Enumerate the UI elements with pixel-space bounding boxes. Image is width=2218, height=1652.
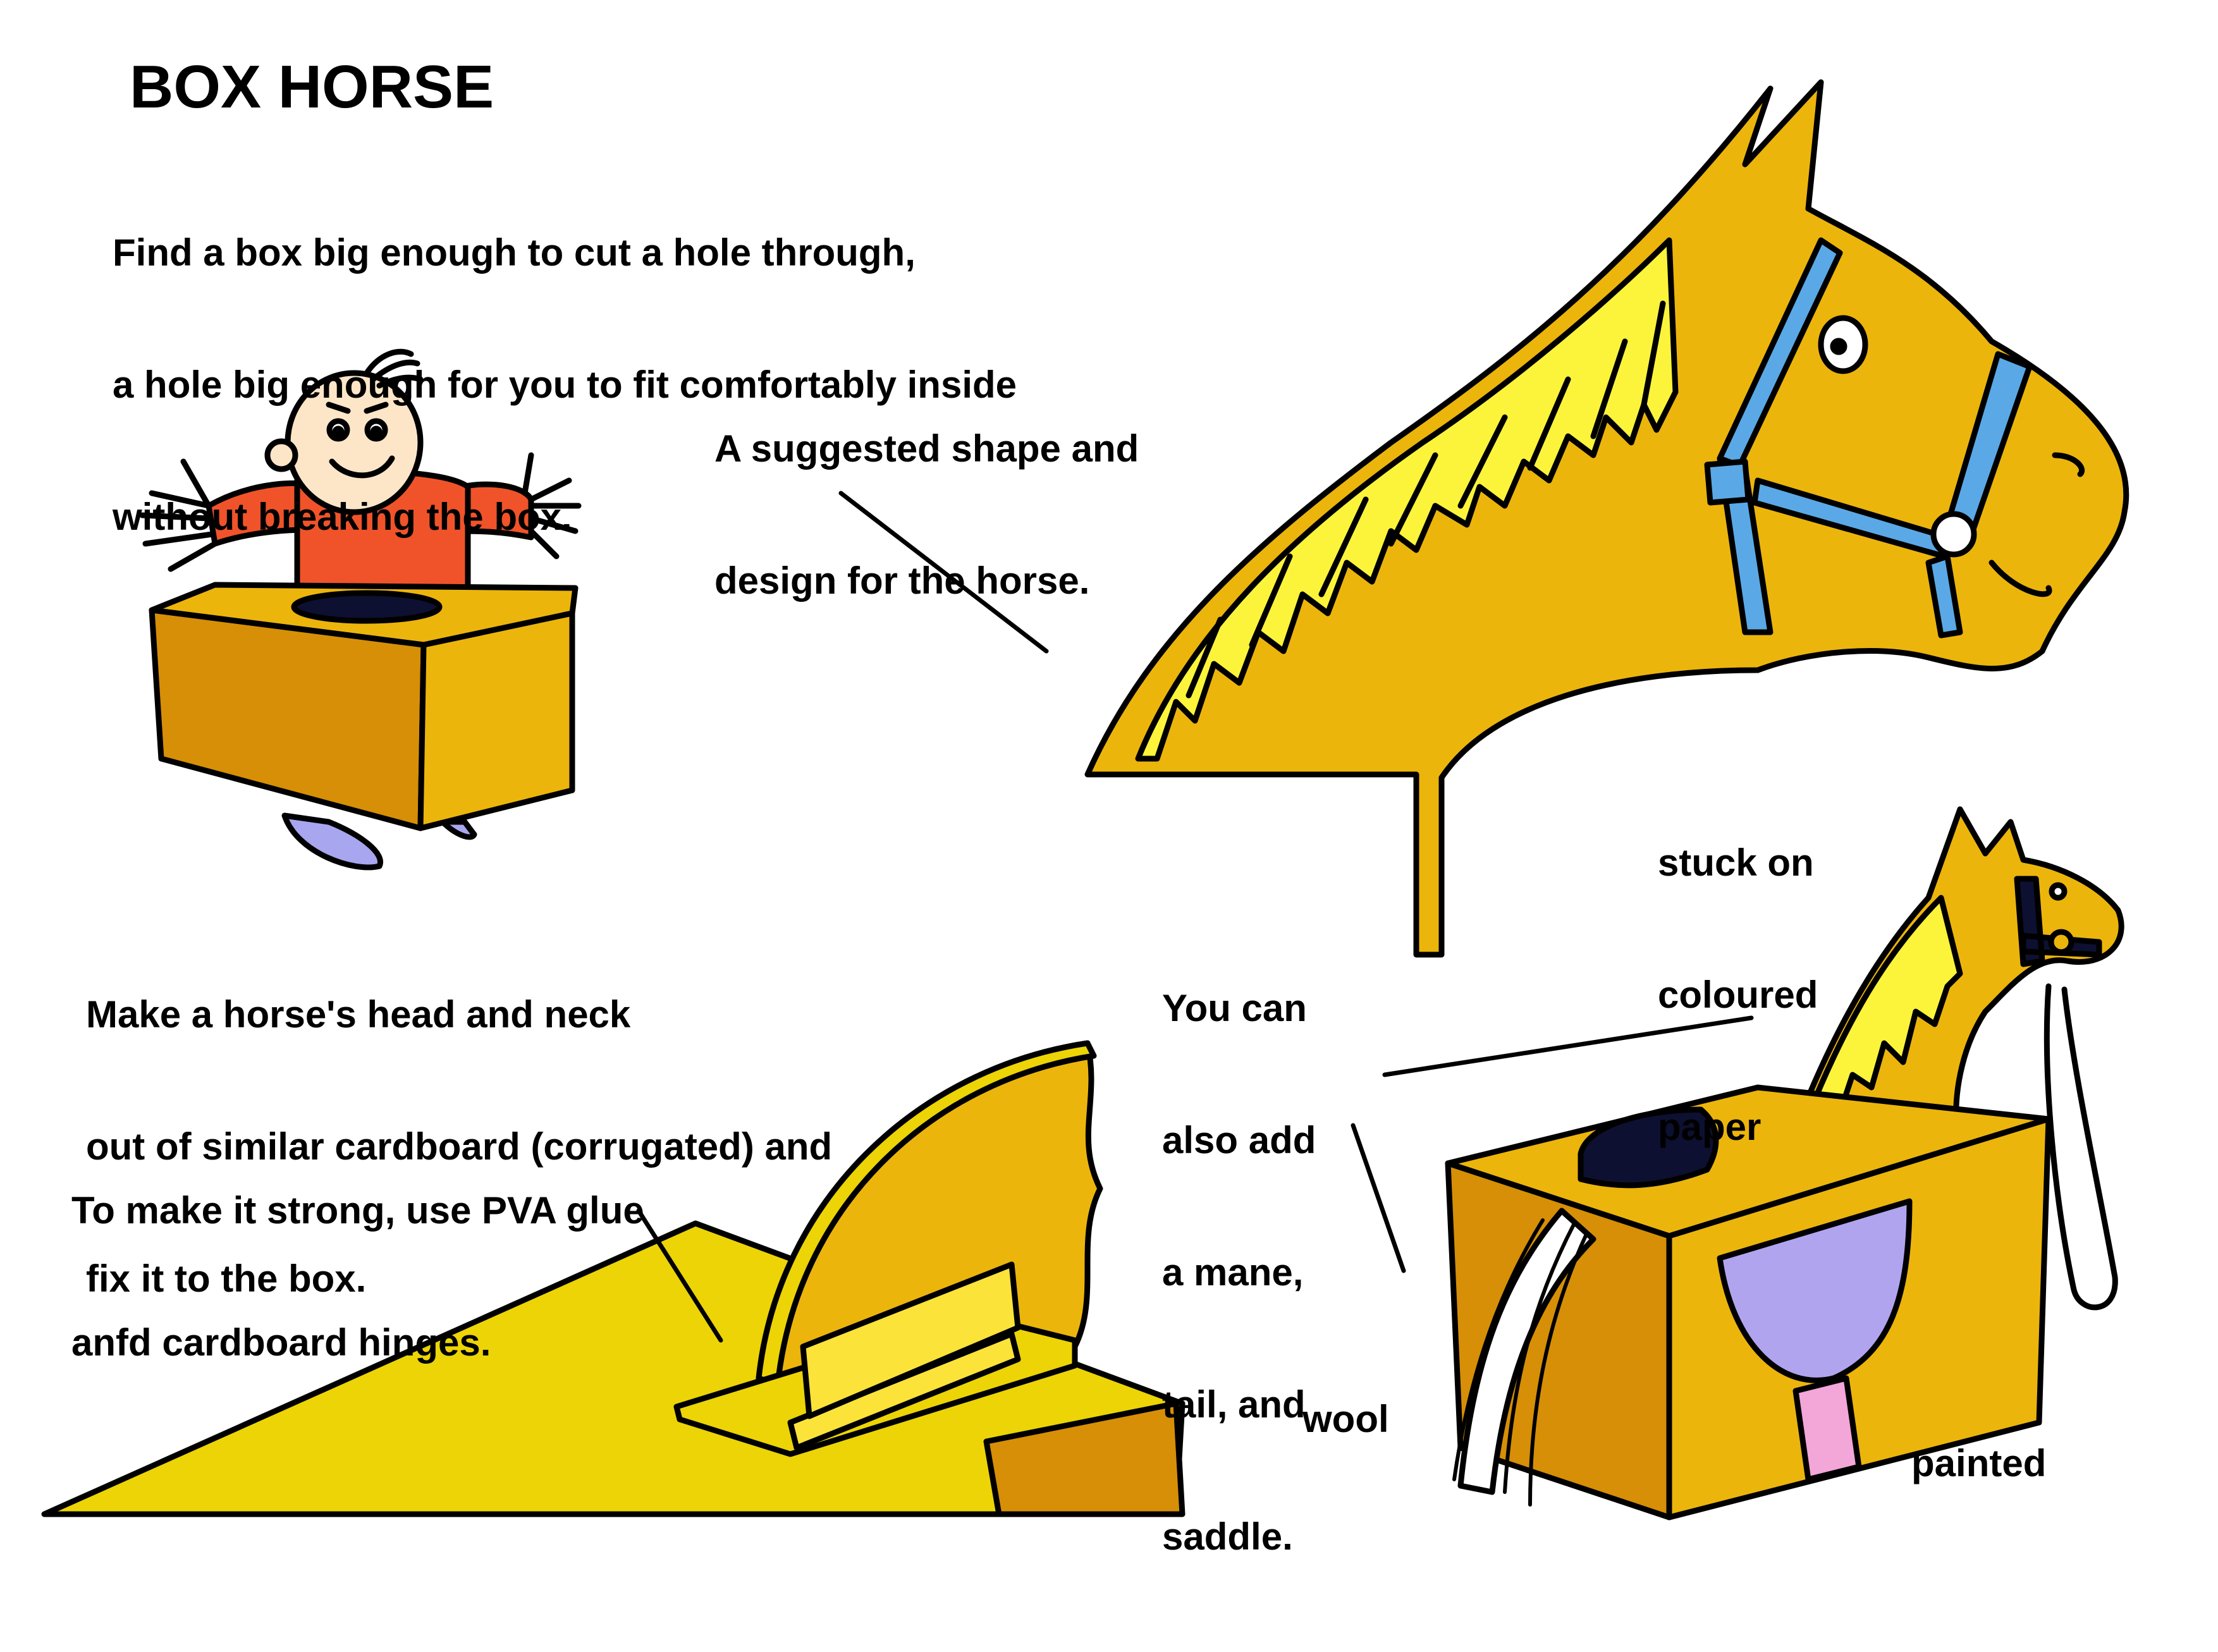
suggested-line: design for the horse. [714, 560, 1090, 602]
add-extras-line: a mane, [1162, 1251, 1304, 1294]
boy-in-box-illustration [139, 348, 582, 871]
add-extras-line: tail, and [1162, 1383, 1306, 1426]
make-strong-line: To make it strong, use PVA glue [71, 1189, 644, 1232]
stuck-on-paper-text: stuck on coloured paper [1658, 768, 1818, 1240]
suggested-shape-text: A suggested shape and design for the hor… [714, 354, 1139, 694]
illustrations [41, 79, 2129, 1520]
make-head-line: out of similar cardboard (corrugated) an… [86, 1125, 833, 1168]
intro-text: Find a box big enough to cut a hole thro… [113, 158, 1017, 630]
make-strong-line: anfd cardboard hinges. [71, 1321, 491, 1364]
wool-label: wool [1302, 1398, 1389, 1440]
make-head-line: Make a horse's head and neck [86, 993, 631, 1036]
worksheet-page: BOX HORSE Find a box big enough to cut a… [41, 53, 2129, 1556]
finished-box-horse-illustration [1445, 806, 2124, 1520]
page-title: BOX HORSE [130, 53, 494, 121]
make-strong-text: To make it strong, use PVA glue anfd car… [71, 1116, 644, 1456]
add-extras-text: You can also add a mane, tail, and saddl… [1162, 914, 1316, 1650]
cardboard-hinges-illustration [41, 1040, 1186, 1517]
pointer-lines [636, 491, 1754, 1343]
horse-head-cutout-illustration [1084, 79, 2129, 958]
stuck-on-line: paper [1658, 1106, 1762, 1148]
stuck-on-line: stuck on [1658, 841, 1814, 884]
intro-line: without breaking the box. [113, 496, 572, 538]
add-extras-line: You can [1162, 987, 1307, 1029]
stuck-on-line: coloured [1658, 974, 1818, 1016]
add-extras-line: saddle. [1162, 1515, 1293, 1558]
make-head-line: fix it to the box. [86, 1257, 367, 1300]
add-extras-line: also add [1162, 1119, 1316, 1161]
painted-label: painted [1911, 1442, 2047, 1484]
suggested-line: A suggested shape and [714, 427, 1139, 470]
intro-line: a hole big enough for you to fit comfort… [113, 364, 1017, 406]
intro-line: Find a box big enough to cut a hole thro… [113, 231, 916, 274]
make-head-text: Make a horse's head and neck out of simi… [86, 920, 832, 1392]
